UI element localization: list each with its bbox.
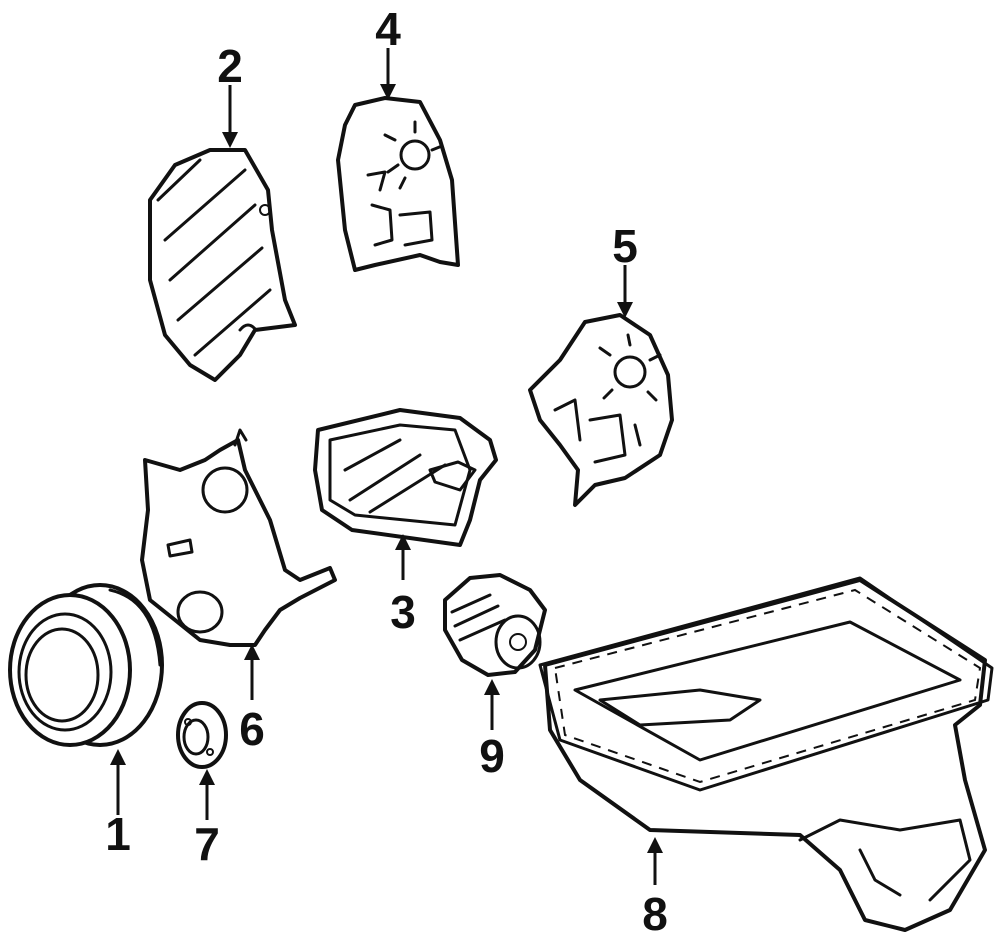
callout-7: 7 bbox=[194, 818, 220, 870]
callout-8: 8 bbox=[642, 888, 668, 940]
valve-cover[interactable] bbox=[313, 408, 498, 547]
lower-timing-cover[interactable] bbox=[140, 428, 337, 647]
callout-6: 6 bbox=[239, 703, 265, 755]
callout-2: 2 bbox=[217, 40, 243, 92]
rear-timing-cover[interactable] bbox=[528, 313, 674, 507]
crankshaft-pulley[interactable] bbox=[8, 583, 164, 747]
upper-timing-cover[interactable] bbox=[148, 148, 297, 382]
callout-5: 5 bbox=[612, 220, 638, 272]
callout-labels: 2 4 5 3 6 1 7 9 8 bbox=[105, 3, 668, 940]
callout-9: 9 bbox=[479, 730, 505, 782]
callout-3: 3 bbox=[390, 586, 416, 638]
callout-1: 1 bbox=[105, 808, 131, 860]
timing-cover-plate[interactable] bbox=[336, 96, 460, 272]
pulley-hub[interactable] bbox=[176, 701, 228, 769]
oil-filter[interactable] bbox=[443, 573, 547, 677]
callout-4: 4 bbox=[375, 3, 401, 55]
leader-lines bbox=[110, 48, 663, 885]
oil-pan[interactable] bbox=[538, 576, 994, 932]
